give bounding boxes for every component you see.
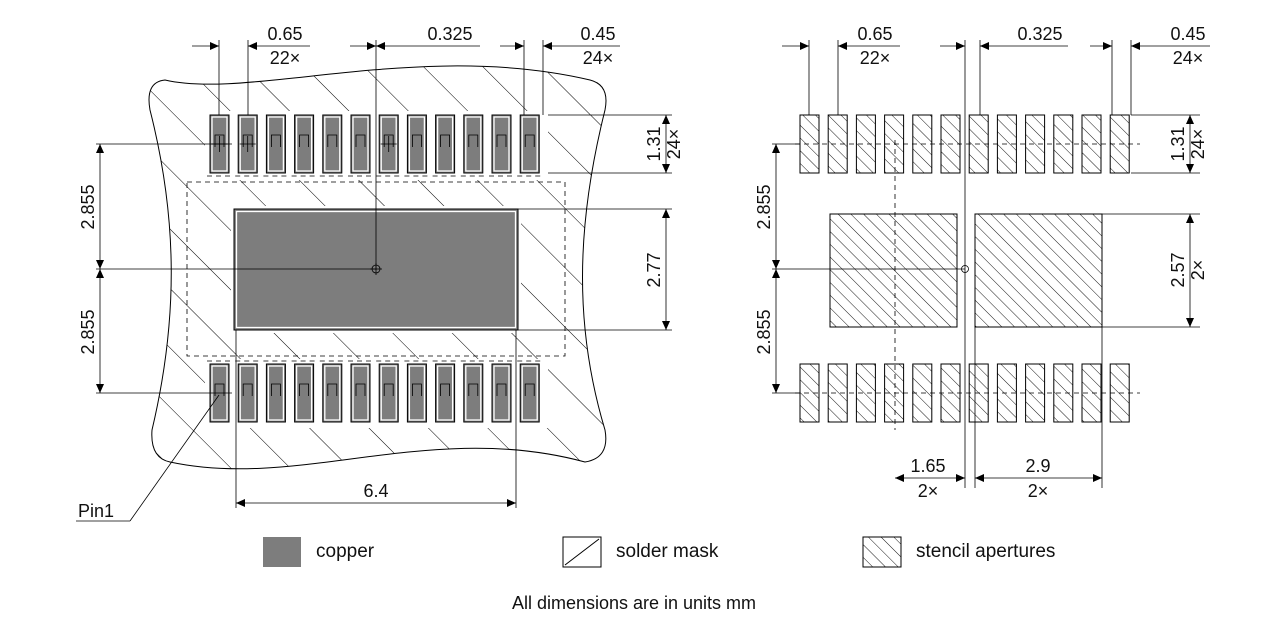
- legend-copper-swatch: [263, 537, 301, 567]
- pad-notch-bottom: [524, 383, 535, 396]
- legend-stencil-swatch: [862, 536, 902, 568]
- legend-copper-label: copper: [316, 541, 375, 562]
- stencil-aperture-right: [974, 213, 1103, 328]
- dim-aperture-gap-count: 2×: [918, 481, 939, 501]
- legend-solder-mask-hatch: [564, 538, 600, 566]
- pad-notch-bottom: [271, 383, 281, 396]
- copper-pad-inner-bottom: [380, 365, 397, 421]
- copper-pad-inner-top: [324, 116, 341, 172]
- dim-row-offset-top-right: 2.855: [754, 184, 774, 229]
- dim-arrows-right-left: [772, 144, 780, 393]
- copper-pad-inner-bottom: [436, 365, 454, 421]
- legend: copper solder mask stencil apertures: [263, 536, 1055, 568]
- dim-aperture-height-count: 2×: [1188, 260, 1208, 281]
- dim-center-offset: 0.325: [427, 24, 472, 44]
- stencil-pad-top: [855, 114, 876, 174]
- dim-aperture-gap-value: 1.65: [910, 456, 945, 476]
- pad-notch-bottom: [496, 383, 507, 396]
- dim-pitch-count: 22×: [270, 48, 301, 68]
- pad-notch-top: [496, 134, 507, 147]
- pad-notch-top: [299, 134, 309, 147]
- dim-pad-width: 0.45: [580, 24, 615, 44]
- stencil-pad-top: [1025, 114, 1046, 174]
- pad-notch-bottom: [242, 383, 253, 396]
- pad-notch-top: [440, 134, 450, 147]
- dim-row-offset-top: 2.855: [78, 184, 98, 229]
- dim-ep-height-value: 2.77: [644, 252, 664, 287]
- dim-row-offset-bottom-right: 2.855: [754, 309, 774, 354]
- copper-pad-inner-top: [352, 116, 369, 172]
- dim-pitch-count-right: 22×: [860, 48, 891, 68]
- left-view: 2.855 2.855 1.31 24× 2.77 0.65 22× 0.325…: [76, 24, 684, 522]
- left-bottom-pads: [207, 360, 543, 423]
- right-view: 2.855 2.855 1.31 24× 2.57 2× 0.65 22× 0.…: [754, 24, 1210, 501]
- copper-pad-inner-bottom: [521, 365, 538, 421]
- copper-pad-inner-top: [295, 116, 313, 172]
- left-top-pads: [207, 114, 543, 401]
- dim-arrows-top-left: [210, 42, 552, 50]
- pad-notch-bottom: [440, 383, 450, 396]
- stencil-aperture-left: [829, 213, 958, 328]
- copper-pad-inner-top: [436, 116, 454, 172]
- dim-pad-length-value-right: 1.31: [1168, 126, 1188, 161]
- bottom-row-clearance: [205, 359, 548, 428]
- pad-notch-top: [468, 134, 479, 147]
- dim-pad-width-count: 24×: [583, 48, 614, 68]
- copper-pad-inner-bottom: [465, 365, 482, 421]
- pad-notch-top: [412, 134, 422, 147]
- copper-pad-inner-bottom: [352, 365, 369, 421]
- pad-notch-top: [327, 134, 338, 147]
- legend-solder-mask-label: solder mask: [616, 541, 719, 562]
- pad-notch-top: [271, 134, 281, 147]
- pad-notch-top: [524, 134, 535, 147]
- copper-pad-inner-bottom: [324, 365, 341, 421]
- pad-notch-bottom: [214, 383, 225, 396]
- units-note: All dimensions are in units mm: [512, 593, 756, 613]
- copper-pad-inner-bottom: [493, 365, 510, 421]
- pad-notch-top: [214, 134, 225, 147]
- stencil-pad-bottom: [1025, 363, 1046, 423]
- dim-ep-width-value: 6.4: [363, 481, 388, 501]
- dim-pad-length-value: 1.31: [644, 126, 664, 161]
- dim-pitch-value-right: 0.65: [857, 24, 892, 44]
- copper-pad-inner-bottom: [408, 365, 426, 421]
- pad-notch-bottom: [383, 383, 394, 396]
- dim-arrows-left: [96, 144, 104, 393]
- copper-pad-inner-bottom: [267, 365, 285, 421]
- copper-pad-inner-bottom: [239, 365, 256, 421]
- legend-stencil-label: stencil apertures: [916, 541, 1055, 562]
- copper-pad-inner-top: [465, 116, 482, 172]
- pad-notch-bottom: [412, 383, 422, 396]
- pin1-leader: [129, 394, 220, 522]
- copper-pad-inner-top: [521, 116, 538, 172]
- dim-aperture-width-count: 2×: [1028, 481, 1049, 501]
- stencil-pad-bottom: [1053, 363, 1074, 423]
- dim-aperture-height-value: 2.57: [1168, 252, 1188, 287]
- copper-pad-inner-top: [493, 116, 510, 172]
- stencil-pad-bottom: [855, 363, 876, 423]
- dim-pad-width-count-right: 24×: [1173, 48, 1204, 68]
- pad-notch-bottom: [299, 383, 309, 396]
- pad-notch-top: [383, 134, 394, 147]
- stencil-pad-top: [1053, 114, 1074, 174]
- dim-pad-length-count-right: 24×: [1188, 129, 1208, 160]
- pad-notch-top: [355, 134, 366, 147]
- copper-pad-inner-top: [408, 116, 426, 172]
- pad-notch-bottom: [468, 383, 479, 396]
- copper-pad-inner-bottom: [295, 365, 313, 421]
- dim-pad-width-right: 0.45: [1170, 24, 1205, 44]
- dim-pad-length-count: 24×: [664, 129, 684, 160]
- pad-notch-bottom: [355, 383, 366, 396]
- dim-center-offset-right: 0.325: [1017, 24, 1062, 44]
- dim-aperture-width-value: 2.9: [1025, 456, 1050, 476]
- top-row-clearance: [205, 111, 548, 180]
- dim-row-offset-bottom: 2.855: [78, 309, 98, 354]
- copper-pad-inner-top: [267, 116, 285, 172]
- dim-pitch-value: 0.65: [267, 24, 302, 44]
- pad-notch-top: [242, 134, 253, 147]
- stencil-pad-bottom: [827, 363, 848, 423]
- pin1-label: Pin1: [78, 501, 114, 521]
- pad-notch-bottom: [327, 383, 338, 396]
